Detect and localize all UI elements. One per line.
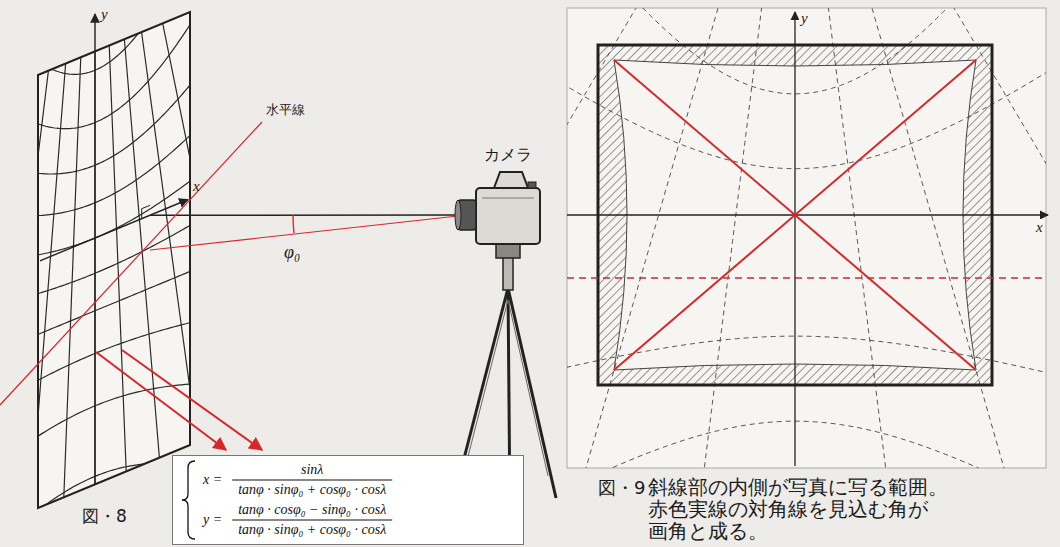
- axis-label: x: [193, 178, 200, 195]
- formula-denominator: tanφ · sinφ₀ + cosφ₀ · cosλ: [238, 522, 386, 538]
- leader-arrow: [96, 352, 226, 450]
- diagonal-line: [614, 60, 976, 370]
- axis-label: x: [1034, 219, 1045, 236]
- camera-body: [476, 188, 540, 244]
- line-label: 水平線: [266, 103, 305, 118]
- image-plane: [567, 8, 1046, 468]
- projection-grid: [567, 8, 1046, 468]
- grid-line: [0, 0, 402, 129]
- formula-variable: y =: [203, 512, 222, 528]
- angle-label: φ₀: [284, 242, 300, 263]
- screen-panel-border: [38, 12, 190, 508]
- tripod-leg-detail: [508, 300, 548, 476]
- tripod-head: [496, 244, 520, 258]
- horizon-line: [0, 122, 262, 405]
- device-label: カメラ: [484, 146, 532, 164]
- fraction-bar: [232, 520, 392, 521]
- grid-line: [94, 0, 95, 547]
- grid-line: [567, 421, 1046, 468]
- grid-line: [567, 8, 761, 468]
- horizon-sight-line: [150, 216, 458, 250]
- grid-line: [819, 8, 1046, 468]
- grid-line: [0, 463, 1060, 547]
- brace: [182, 461, 195, 539]
- figure-number: 図・9: [598, 478, 645, 499]
- shutter-button: [528, 182, 536, 188]
- figure-caption: 斜線部の内側が写真に写る範囲。 赤色実線の対角線を見込む角が 画角と成る。: [648, 476, 952, 542]
- lens-front: [455, 200, 461, 230]
- tripod-leg-detail: [462, 300, 508, 480]
- grid-line: [829, 8, 1046, 468]
- figure-number: 図・8: [82, 507, 127, 527]
- grid-line: [0, 0, 1060, 485]
- camera-prism: [494, 172, 528, 188]
- leader-arrow: [122, 350, 262, 450]
- grid-line: [117, 0, 1060, 547]
- horizon-line: [567, 277, 1046, 279]
- camera-detail: [482, 198, 534, 199]
- grid-line: [0, 0, 309, 74]
- x-axis: [40, 200, 188, 261]
- y-axis: [94, 14, 95, 484]
- axis-label: y: [101, 6, 108, 23]
- optical-axis: [150, 214, 458, 216]
- diagonal-line: [614, 60, 976, 370]
- fraction-bar: [232, 480, 392, 481]
- formula-variable: x =: [203, 472, 222, 488]
- y-axis: [794, 12, 795, 466]
- formula-numerator: tanφ · cosφ₀ − sinφ₀ · cosλ: [238, 502, 386, 518]
- formula-numerator: sinλ: [301, 462, 323, 478]
- axis-label: y: [799, 10, 810, 27]
- screen-panel: [38, 12, 190, 508]
- grid-line: [0, 0, 90, 547]
- grid-line: [837, 8, 1046, 468]
- angle-arc: [293, 215, 294, 233]
- formula-denominator: tanφ · sinφ₀ + cosφ₀ · cosλ: [238, 482, 386, 498]
- right-angle-mark: [142, 205, 150, 218]
- tripod-column: [503, 256, 513, 290]
- grid-line: [0, 0, 81, 547]
- x-axis: [567, 214, 1048, 215]
- grid-line: [807, 8, 1046, 468]
- formula-box: x = sinλ tanφ · sinφ₀ + cosφ₀ · cosλ y = tan…: [172, 455, 524, 545]
- grid-line: [0, 0, 523, 174]
